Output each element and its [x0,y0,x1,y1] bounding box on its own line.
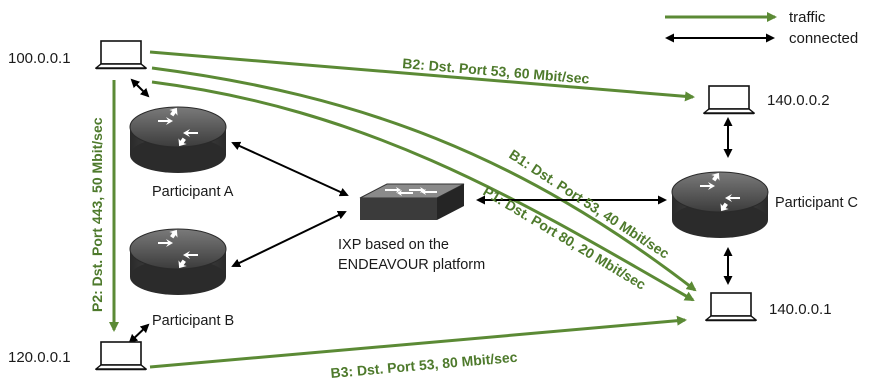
ixp-label-line1: IXP based on the [338,237,449,253]
participant-a-label: Participant A [152,184,234,200]
flow-b3-line [149,315,687,369]
laptop-icon [95,40,147,70]
link-h1-router-a [130,78,150,98]
host-ip-140-0-0-1: 140.0.0.1 [769,301,832,318]
link-router-a-ixp [231,141,349,197]
host-ip-120-0-0-1: 120.0.0.1 [8,349,71,366]
host-ip-140-0-0-2: 140.0.0.2 [767,92,830,109]
router-icon [129,226,227,296]
participant-b-label: Participant B [152,313,234,329]
laptop-icon [95,341,147,371]
flow-b1-line [151,66,697,292]
flow-b2-line [149,50,695,102]
laptop-icon [703,85,755,115]
switch-icon [359,183,465,221]
flow-b3-label: B3: Dst. Port 53, 80 Mbit/sec [330,349,518,380]
legend-traffic-label: traffic [789,9,826,26]
ixp-label-line2: ENDEAVOUR platform [338,257,485,273]
router-icon [129,104,227,174]
link-router-b-ixp [231,210,347,268]
participant-c-label: Participant C [775,195,858,211]
laptop-icon [705,292,757,322]
router-icon [671,169,769,239]
legend-connected-label: connected [789,30,858,47]
flow-p2-label: P2: Dst. Port 443, 50 Mbit/sec [89,117,105,312]
host-ip-100-0-0-1: 100.0.0.1 [8,50,71,67]
flow-p1-line [151,80,695,302]
link-router-b-h4 [128,323,150,344]
